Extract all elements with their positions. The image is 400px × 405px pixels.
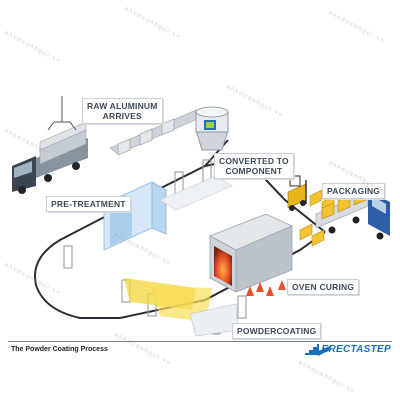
- crane-hook-icon: [47, 96, 77, 131]
- footer-divider: [8, 341, 392, 342]
- converter-machine-icon: [195, 106, 229, 151]
- forklift-icon: [287, 175, 307, 211]
- spray-booth: [124, 278, 239, 337]
- label-powdercoating: POWDERCOATING: [232, 323, 322, 339]
- brand-logo: ERECTASTEP: [304, 344, 392, 355]
- label-raw-aluminum: RAW ALUMINUM ARRIVES: [82, 98, 163, 124]
- oven-icon: [209, 213, 293, 296]
- stairs-icon: [304, 344, 319, 355]
- label-packaging: PACKAGING: [322, 183, 386, 199]
- erectastep-logo-icon: [316, 346, 330, 356]
- label-oven-curing: OVEN CURING: [287, 279, 360, 295]
- brand-name: ERECTASTEP: [321, 344, 391, 355]
- label-pre-treatment: PRE-TREATMENT: [46, 196, 131, 212]
- flatbed-truck-icon: [12, 121, 88, 194]
- label-converted-to-component: CONVERTED TO COMPONENT: [214, 153, 294, 179]
- raw-material-conveyor: [109, 109, 205, 156]
- footer-title: The Powder Coating Process: [11, 346, 108, 353]
